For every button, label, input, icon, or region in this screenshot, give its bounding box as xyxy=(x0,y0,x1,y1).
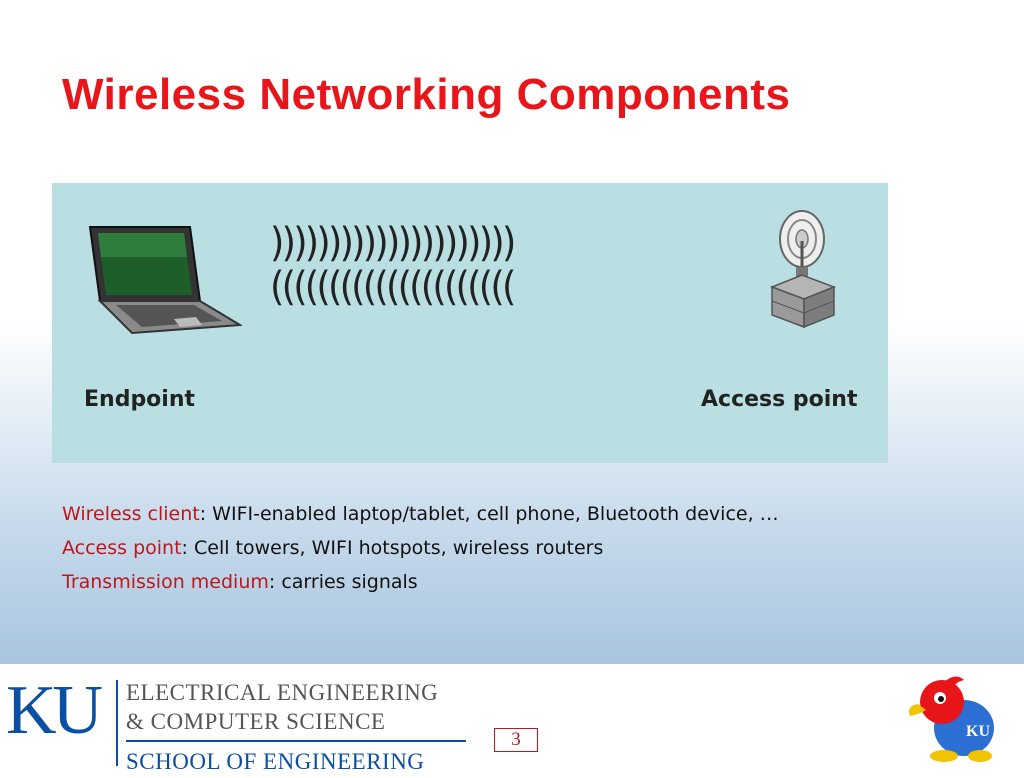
svg-text:KU: KU xyxy=(966,723,990,740)
list-item: Transmission medium: carries signals xyxy=(62,565,779,599)
component-list: Wireless client: WIFI-enabled laptop/tab… xyxy=(62,497,779,599)
list-item-term: Wireless client xyxy=(62,503,200,525)
access-point-icon xyxy=(769,210,837,329)
dept-line-2: & COMPUTER SCIENCE xyxy=(126,709,386,734)
slide-title: Wireless Networking Components xyxy=(62,70,791,119)
slide-footer: KU ELECTRICAL ENGINEERING & COMPUTER SCI… xyxy=(0,664,1024,774)
list-item-term: Access point xyxy=(62,537,182,559)
list-item: Wireless client: WIFI-enabled laptop/tab… xyxy=(62,497,779,531)
dept-line-3: SCHOOL OF ENGINEERING xyxy=(126,749,425,774)
laptop-icon xyxy=(88,226,242,335)
page-number: 3 xyxy=(494,728,538,752)
department-name: ELECTRICAL ENGINEERING & COMPUTER SCIENC… xyxy=(126,678,466,778)
list-item: Access point: Cell towers, WIFI hotspots… xyxy=(62,531,779,565)
endpoint-label: Endpoint xyxy=(84,387,196,412)
jayhawk-mascot-icon: KU xyxy=(909,676,994,762)
dept-line-1: ELECTRICAL ENGINEERING xyxy=(126,680,439,705)
logo-divider xyxy=(116,680,118,766)
signal-waves: ))))))))))))))))))))) ((((((((((((((((((… xyxy=(270,221,535,309)
list-item-text: : Cell towers, WIFI hotspots, wireless r… xyxy=(181,537,604,559)
access-point-label: Access point xyxy=(701,387,858,412)
list-item-text: : WIFI-enabled laptop/tablet, cell phone… xyxy=(199,503,779,525)
list-item-text: : carries signals xyxy=(268,571,418,593)
dept-rule xyxy=(126,740,466,742)
waves-incoming: ((((((((((((((((((((( xyxy=(270,264,516,310)
wireless-diagram: ))))))))))))))))))))) ((((((((((((((((((… xyxy=(52,183,888,463)
ku-logo: KU xyxy=(6,672,103,749)
list-item-term: Transmission medium xyxy=(62,571,269,593)
waves-outgoing: ))))))))))))))))))))) xyxy=(270,220,516,266)
